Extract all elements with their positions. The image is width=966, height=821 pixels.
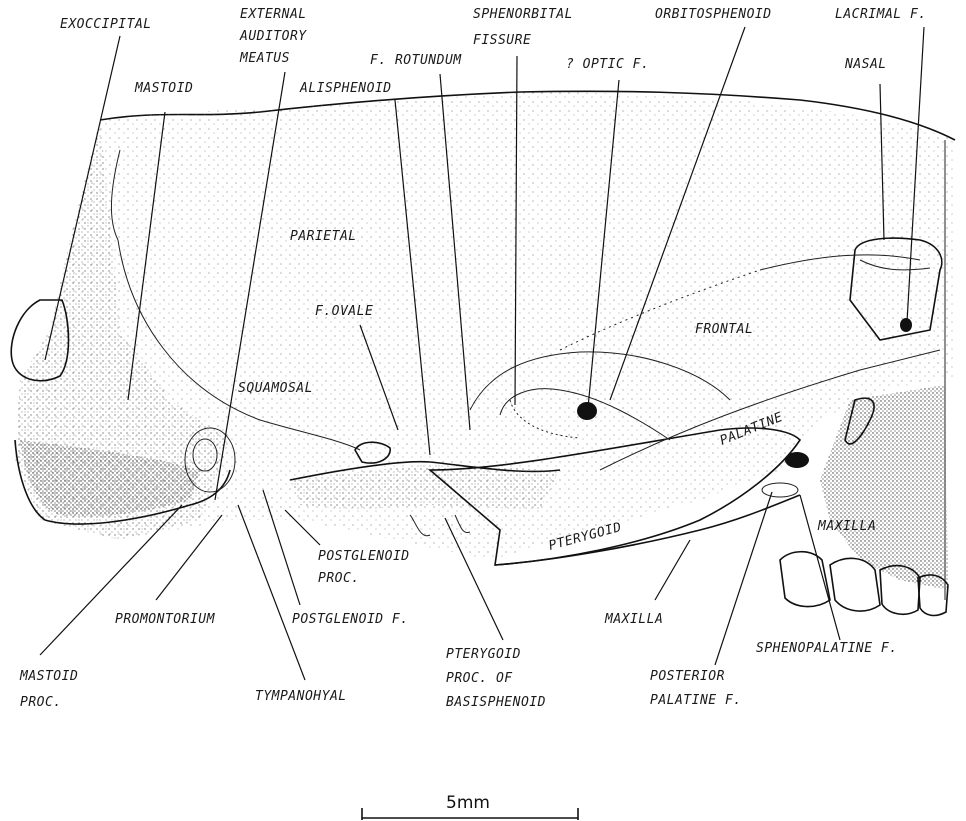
label-alisphenoid: ALISPHENOID [299, 81, 392, 96]
scale-bar-label: 5mm [446, 793, 490, 813]
label-f-ovale: F.OVALE [315, 304, 373, 319]
label-postglenoid-proc-1: POSTGLENOID [318, 549, 410, 564]
label-nasal: NASAL [844, 57, 887, 72]
label-pterygoid-proc-3: BASISPHENOID [446, 695, 546, 710]
lacrimal-foramen [900, 318, 912, 332]
label-exoccipital: EXOCCIPITAL [60, 17, 152, 32]
optic-foramen [577, 402, 597, 420]
sphenopalatine-foramen [785, 452, 809, 468]
label-external-auditory-meatus-1: EXTERNAL [240, 7, 307, 22]
label-sphenopalatine-f: SPHENOPALATINE F. [756, 641, 898, 656]
label-maxilla-lower: MAXILLA [604, 612, 663, 627]
scale-bar: 5mm [362, 793, 578, 820]
label-pterygoid-proc-1: PTERYGOID [446, 647, 521, 662]
posterior-palatine-foramen [762, 483, 798, 497]
label-frontal: FRONTAL [695, 322, 753, 337]
label-posterior-palatine-2: PALATINE F. [650, 693, 742, 708]
label-postglenoid-f: POSTGLENOID F. [292, 612, 409, 627]
label-orbitosphenoid: ORBITOSPHENOID [655, 7, 772, 22]
label-optic-f: ? OPTIC F. [566, 57, 649, 72]
label-f-rotundum: F. ROTUNDUM [370, 53, 462, 68]
label-external-auditory-meatus-3: MEATUS [239, 51, 290, 66]
label-sphenorbital-fissure-1: SPHENORBITAL [473, 7, 573, 22]
label-postglenoid-proc-2: PROC. [318, 571, 360, 586]
label-lacrimal-f: LACRIMAL F. [835, 7, 927, 22]
label-maxilla-inner: MAXILLA [817, 519, 876, 534]
label-mastoid: MASTOID [134, 81, 193, 96]
label-mastoid-proc-1: MASTOID [19, 669, 78, 684]
label-external-auditory-meatus-2: AUDITORY [239, 29, 307, 44]
label-tympanohyal: TYMPANOHYAL [255, 689, 347, 704]
label-squamosal: SQUAMOSAL [238, 381, 313, 396]
label-sphenorbital-fissure-2: FISSURE [473, 33, 531, 48]
skull-outline [11, 91, 955, 615]
label-mastoid-proc-2: PROC. [20, 695, 62, 710]
label-parietal: PARIETAL [290, 229, 357, 244]
label-posterior-palatine-1: POSTERIOR [650, 669, 725, 684]
label-promontorium: PROMONTORIUM [115, 612, 216, 627]
label-pterygoid-proc-2: PROC. OF [446, 671, 513, 686]
